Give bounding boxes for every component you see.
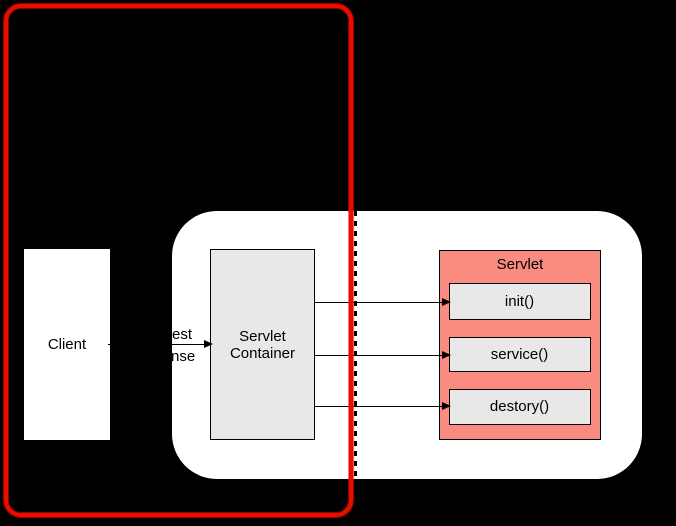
init-method-box: init() bbox=[448, 282, 591, 320]
client-to-container-arrowhead-icon bbox=[204, 339, 213, 348]
destory-method-label: destory() bbox=[489, 398, 550, 415]
servlet-container-label-line1: Servlet bbox=[239, 327, 286, 345]
container-to-service-arrowhead-icon bbox=[442, 350, 451, 359]
client-box: Client bbox=[24, 249, 110, 440]
container-to-service-arrow-line bbox=[315, 354, 443, 356]
servlet-container-box: Servlet Container bbox=[210, 249, 315, 440]
container-to-init-arrow-line bbox=[315, 301, 443, 303]
service-method-box: service() bbox=[448, 336, 591, 372]
init-method-label: init() bbox=[504, 292, 535, 310]
servlet-container-label-line2: Container bbox=[229, 344, 296, 362]
dashed-divider-line bbox=[354, 211, 357, 479]
request-label-fragment: est bbox=[172, 326, 193, 343]
destory-method-box: destory() bbox=[448, 388, 591, 425]
container-to-destory-arrowhead-icon bbox=[442, 401, 451, 410]
container-to-destory-arrow-line bbox=[315, 405, 443, 407]
container-to-init-arrowhead-icon bbox=[442, 297, 451, 306]
service-method-label: service() bbox=[490, 345, 549, 363]
client-to-container-arrow-line bbox=[108, 343, 205, 345]
response-label-fragment: nse bbox=[171, 348, 196, 365]
servlet-title: Servlet bbox=[496, 256, 544, 273]
client-label: Client bbox=[47, 336, 87, 353]
servlet-box: Servlet init() service() destory() bbox=[439, 250, 601, 440]
